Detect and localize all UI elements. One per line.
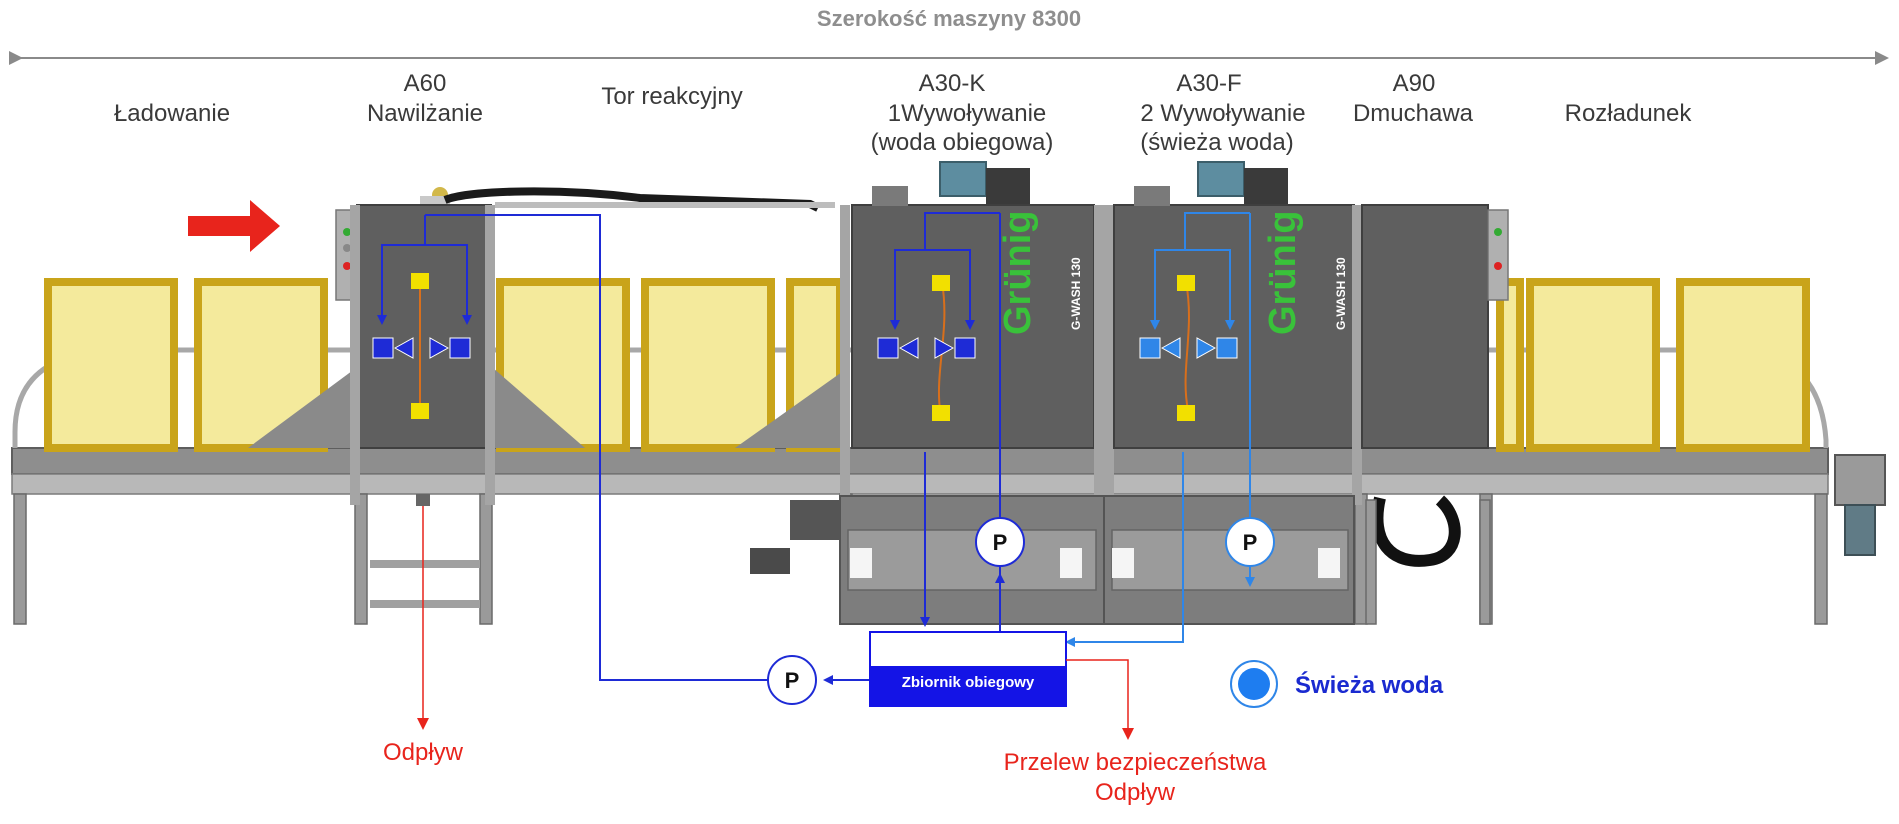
section-a30k-name: 1Wywoływanie (888, 100, 1047, 127)
spray-a60 (372, 215, 472, 419)
circulation-piping (425, 213, 1255, 685)
section-a60-code: A60 (404, 70, 447, 97)
section-a60-name: Nawilżanie (367, 100, 483, 127)
model-label-a30f: G-WASH 130 (1334, 257, 1348, 330)
legend-fresh-water: Świeża woda (1230, 660, 1444, 708)
spray-a30f (1139, 212, 1250, 421)
brand-logo-a30f: Grünig (1262, 210, 1304, 335)
reaction-track-rail (495, 202, 835, 208)
spray-a30k (877, 212, 1000, 421)
pump-label-a30f: P (1243, 530, 1258, 555)
machine-width-title: Szerokość maszyny 8300 (817, 6, 1081, 31)
pump-circulation: P (767, 655, 817, 705)
section-a90-name: Dmuchawa (1353, 100, 1474, 127)
pump-a30f: P (1225, 517, 1275, 567)
section-unloading: Rozładunek (1565, 100, 1693, 127)
module-a90 (1361, 204, 1509, 625)
pump-a30k: P (975, 517, 1025, 567)
tank-label: Zbiornik obiegowy (902, 674, 1035, 691)
loading-direction-arrow (188, 200, 280, 252)
model-label-a30k: G-WASH 130 (1069, 257, 1083, 330)
overflow-label-line2: Odpływ (1095, 779, 1176, 806)
section-loading: Ładowanie (114, 100, 230, 127)
section-reaction-track: Tor reakcyjny (601, 83, 742, 110)
drain-label-a60: Odpływ (383, 739, 464, 766)
pump-label-a30k: P (993, 530, 1008, 555)
section-a30f-code: A30-F (1176, 70, 1241, 97)
overflow-label-line1: Przelew bezpieczeństwa (1004, 749, 1267, 776)
pump-label-circulation: P (785, 668, 800, 693)
brand-logo-a30k: Grünig (997, 210, 1039, 335)
section-a90-code: A90 (1393, 70, 1436, 97)
module-a30f (1103, 161, 1362, 625)
brand-a30k: Grünig G-WASH 130 (997, 210, 1083, 335)
section-a30f-sub: (świeża woda) (1140, 129, 1293, 156)
section-a30k-sub: (woda obiegowa) (871, 129, 1054, 156)
brand-a30f: Grünig G-WASH 130 (1262, 210, 1348, 335)
ramp-in-left (248, 368, 356, 448)
ramp-out-a60 (493, 368, 585, 448)
section-a30f-name: 2 Wywoływanie (1140, 100, 1305, 127)
drain-a60: Odpływ (383, 506, 464, 766)
overflow-drain: Przelew bezpieczeństwa Odpływ (1004, 659, 1267, 806)
legend-fresh-water-label: Świeża woda (1295, 671, 1444, 699)
circulation-tank: Zbiornik obiegowy (869, 631, 1067, 707)
ramp-in-a30k (735, 372, 842, 448)
section-a30k-code: A30-K (919, 70, 986, 97)
